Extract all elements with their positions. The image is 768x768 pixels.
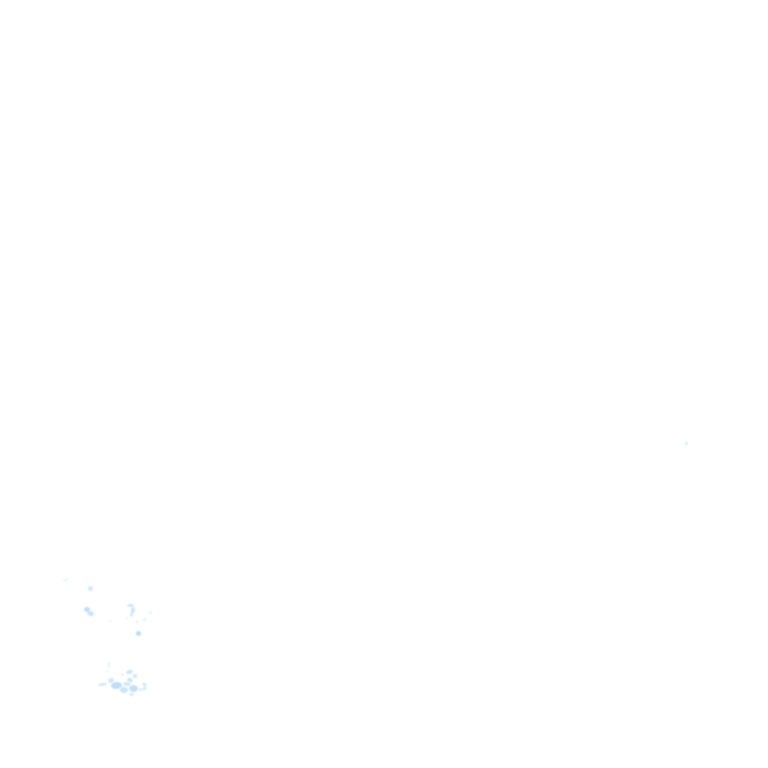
paint-speck [109,620,112,622]
paint-speck [84,607,90,612]
paint-speck [62,577,69,583]
paint-speck [685,442,688,445]
paint-speck [121,673,124,676]
paint-speck [126,617,128,619]
paint-speck [97,682,108,687]
paint-speck [139,688,142,691]
paint-speck [136,631,141,636]
paint-speck [133,674,137,678]
paint-speck [120,687,128,693]
paint-speck [143,618,146,621]
paint-speck [108,678,114,683]
paint-speck [123,682,131,686]
paint-speck [126,677,134,683]
paint-speck [131,607,135,613]
paint-speck [136,620,138,624]
paint-speck [125,669,134,675]
paint-speck [86,609,95,618]
paint-speck [129,685,138,692]
paint-speck [107,661,111,669]
paint-speck [141,685,148,692]
paint-speck [129,693,134,696]
paint-speck [129,611,134,618]
paint-speck [106,670,109,672]
paint-speck [88,586,93,591]
paint-speck [149,611,152,614]
paint-speck [110,681,123,690]
paint-speck [127,604,134,607]
paint-speck [141,681,148,688]
